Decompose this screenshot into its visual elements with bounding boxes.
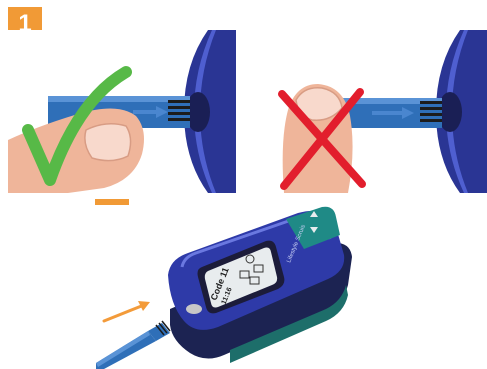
insert-direction-arrow-icon [104, 301, 150, 321]
correct-insertion-illustration [8, 30, 236, 193]
incorrect-insertion-panel [252, 30, 487, 193]
meter-illustration: Code 11 11:16 Lifestyle Scruis [90, 205, 370, 369]
strip-slot [186, 304, 202, 314]
fingernail [85, 124, 131, 161]
incoming-test-strip [96, 321, 170, 369]
incorrect-insertion-illustration [252, 30, 487, 193]
meter-insertion-panel: Code 11 11:16 Lifestyle Scruis [90, 205, 370, 369]
correct-insertion-panel [8, 30, 236, 193]
